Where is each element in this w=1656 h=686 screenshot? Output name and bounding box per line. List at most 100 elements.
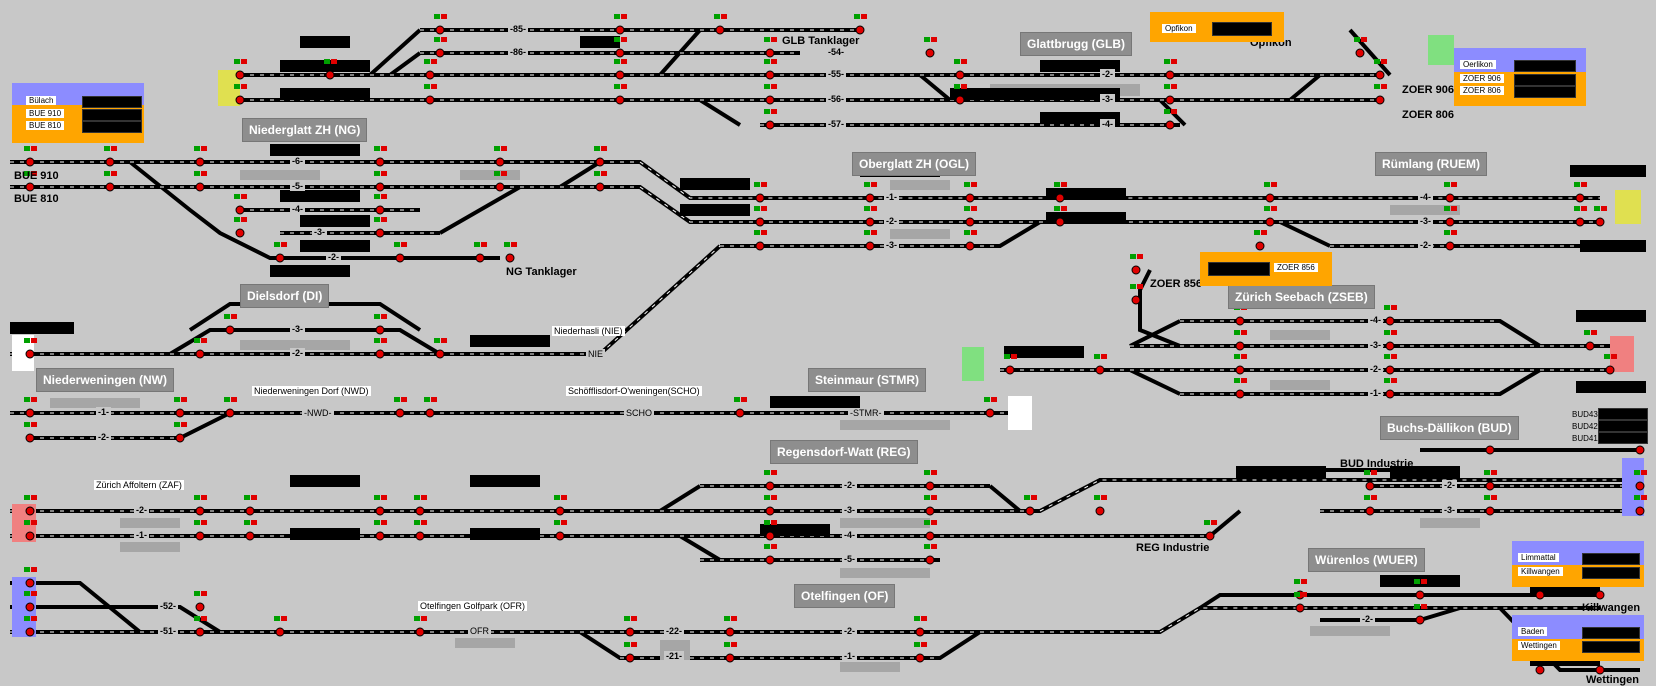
track-zseb-1[interactable] <box>1180 368 1542 396</box>
signal-stop-light[interactable] <box>325 70 335 80</box>
signal-stop-light[interactable] <box>195 157 205 167</box>
signal-stop-light[interactable] <box>765 120 775 130</box>
train-number-display[interactable] <box>280 88 370 100</box>
track-glb-switch-b[interactable] <box>388 51 422 77</box>
train-number-display[interactable] <box>270 265 350 277</box>
box-opfikon[interactable]: Opfikon <box>1150 12 1284 42</box>
station-glattbrugg[interactable]: Glattbrugg (GLB) <box>1020 32 1132 56</box>
signal-stop-light[interactable] <box>1295 603 1305 613</box>
signal-stop-light[interactable] <box>555 506 565 516</box>
signal-stop-light[interactable] <box>985 408 995 418</box>
signal-stop-light[interactable] <box>1595 217 1605 227</box>
signal-stop-light[interactable] <box>1165 70 1175 80</box>
signal-stop-light[interactable] <box>1385 365 1395 375</box>
signal-stop-light[interactable] <box>1375 95 1385 105</box>
signal-stop-light[interactable] <box>615 25 625 35</box>
track-reg-main-1[interactable] <box>10 478 1640 513</box>
signal-stop-light[interactable] <box>1235 365 1245 375</box>
signal-stop-light[interactable] <box>925 48 935 58</box>
signal-stop-light[interactable] <box>25 578 35 588</box>
track-nw-2[interactable] <box>30 411 231 440</box>
signal-stop-light[interactable] <box>105 157 115 167</box>
signal-stop-light[interactable] <box>865 193 875 203</box>
signal-stop-light[interactable] <box>225 325 235 335</box>
signal-stop-light[interactable] <box>425 408 435 418</box>
signal-stop-light[interactable] <box>245 531 255 541</box>
box-oerlikon[interactable]: Oerlikon ZOER 906 ZOER 806 <box>1454 48 1586 106</box>
signal-stop-light[interactable] <box>955 95 965 105</box>
signal-stop-light[interactable] <box>715 25 725 35</box>
signal-stop-light[interactable] <box>1355 48 1365 58</box>
train-number-display[interactable] <box>1576 381 1646 393</box>
signal-stop-light[interactable] <box>1095 506 1105 516</box>
track-di-main[interactable] <box>10 244 722 356</box>
train-number-display[interactable] <box>300 215 370 227</box>
signal-stop-light[interactable] <box>1235 389 1245 399</box>
signal-stop-light[interactable] <box>1535 590 1545 600</box>
station-steinmaur[interactable]: Steinmaur (STMR) <box>808 368 927 392</box>
box-buelach[interactable]: Bülach BUE 910 BUE 810 <box>12 83 144 143</box>
signal-stop-light[interactable] <box>1595 665 1605 675</box>
signal-stop-light[interactable] <box>1385 341 1395 351</box>
signal-stop-light[interactable] <box>965 217 975 227</box>
signal-stop-light[interactable] <box>855 25 865 35</box>
signal-stop-light[interactable] <box>435 25 445 35</box>
train-number-display[interactable] <box>300 36 350 48</box>
signal-stop-light[interactable] <box>1265 217 1275 227</box>
signal-stop-light[interactable] <box>1485 481 1495 491</box>
signal-stop-light[interactable] <box>1235 341 1245 351</box>
track-di-3[interactable] <box>168 328 442 356</box>
signal-stop-light[interactable] <box>475 253 485 263</box>
signal-stop-light[interactable] <box>375 157 385 167</box>
signal-stop-light[interactable] <box>925 531 935 541</box>
train-number-display[interactable] <box>1004 346 1084 358</box>
track-reg-sw1[interactable] <box>658 484 702 513</box>
signal-stop-light[interactable] <box>195 627 205 637</box>
signal-stop-light[interactable] <box>925 481 935 491</box>
signal-stop-light[interactable] <box>595 182 605 192</box>
signal-stop-light[interactable] <box>925 555 935 565</box>
signal-stop-light[interactable] <box>175 433 185 443</box>
signal-stop-light[interactable] <box>925 506 935 516</box>
signal-stop-light[interactable] <box>375 531 385 541</box>
signal-stop-light[interactable] <box>375 182 385 192</box>
track-ng-main-2[interactable] <box>10 185 1600 224</box>
signal-stop-light[interactable] <box>1415 615 1425 625</box>
station-otelfingen[interactable]: Otelfingen (OF) <box>794 584 896 608</box>
signal-stop-light[interactable] <box>1095 365 1105 375</box>
signal-stop-light[interactable] <box>1485 445 1495 455</box>
signal-stop-light[interactable] <box>25 408 35 418</box>
signal-stop-light[interactable] <box>615 48 625 58</box>
track-ng-loop[interactable] <box>128 160 500 260</box>
signal-stop-light[interactable] <box>1595 590 1605 600</box>
train-number-display[interactable] <box>680 204 750 216</box>
train-number-display[interactable] <box>270 144 360 156</box>
signal-stop-light[interactable] <box>765 95 775 105</box>
signal-stop-light[interactable] <box>1535 665 1545 675</box>
train-number-display[interactable] <box>470 335 550 347</box>
signal-stop-light[interactable] <box>425 95 435 105</box>
signal-stop-light[interactable] <box>1131 295 1141 305</box>
signal-stop-light[interactable] <box>195 506 205 516</box>
signal-stop-light[interactable] <box>275 627 285 637</box>
signal-stop-light[interactable] <box>765 70 775 80</box>
signal-stop-light[interactable] <box>1375 70 1385 80</box>
signal-stop-light[interactable] <box>865 241 875 251</box>
signal-stop-light[interactable] <box>1575 217 1585 227</box>
signal-stop-light[interactable] <box>1575 193 1585 203</box>
train-number-display[interactable] <box>580 36 620 48</box>
signal-stop-light[interactable] <box>625 653 635 663</box>
signal-stop-light[interactable] <box>375 349 385 359</box>
signal-stop-light[interactable] <box>25 506 35 516</box>
signal-stop-light[interactable] <box>1445 193 1455 203</box>
signal-stop-light[interactable] <box>195 349 205 359</box>
signal-stop-light[interactable] <box>735 408 745 418</box>
signal-stop-light[interactable] <box>595 157 605 167</box>
signal-stop-light[interactable] <box>765 48 775 58</box>
signal-stop-light[interactable] <box>625 627 635 637</box>
signal-stop-light[interactable] <box>1205 531 1215 541</box>
station-wuerenlos[interactable]: Würenlos (WUER) <box>1308 548 1425 572</box>
train-number-display[interactable] <box>470 475 540 487</box>
station-seebach[interactable]: Zürich Seebach (ZSEB) <box>1228 285 1375 309</box>
signal-stop-light[interactable] <box>25 627 35 637</box>
